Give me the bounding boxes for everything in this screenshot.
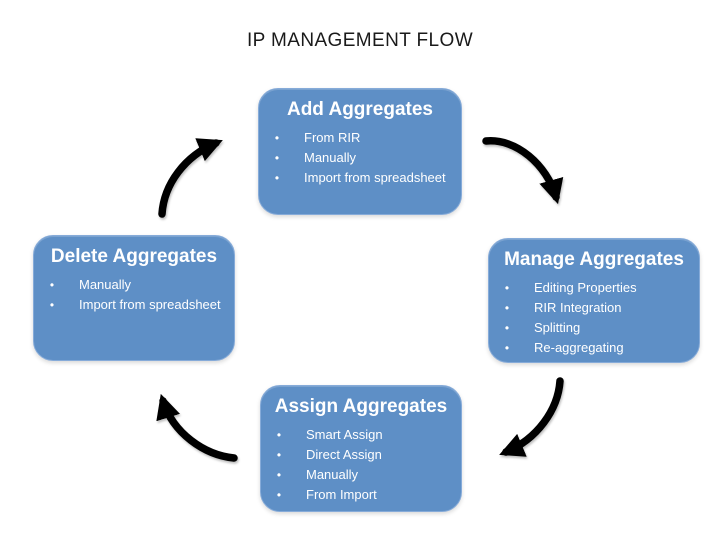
node-add-aggregates: Add Aggregates • From RIR • Manually • I… (258, 88, 462, 215)
bullet-marker: • (49, 278, 55, 292)
list-item-text: From RIR (304, 130, 361, 145)
bullet-marker: • (274, 171, 280, 185)
list-item: • Editing Properties (489, 278, 699, 298)
bullet-marker: • (276, 468, 282, 482)
bullet-marker: • (276, 448, 282, 462)
bullet-marker: • (274, 131, 280, 145)
list-item: • Manually (259, 148, 461, 168)
node-delete-aggregates: Delete Aggregates • Manually • Import fr… (33, 235, 235, 361)
bullet-marker: • (504, 301, 510, 315)
list-item-text: Splitting (534, 320, 581, 335)
list-item-text: RIR Integration (534, 300, 622, 315)
list-item: • Manually (34, 275, 234, 295)
arrow-add-to-manage-icon (482, 137, 564, 205)
bullet-marker: • (504, 341, 510, 355)
node-delete-list: • Manually • Import from spreadsheet (34, 275, 234, 315)
node-manage-list: • Editing Properties • RIR Integration •… (489, 278, 699, 358)
list-item: • Re-aggregating (489, 338, 699, 358)
list-item-text: From Import (306, 487, 377, 502)
list-item: • Manually (261, 465, 461, 485)
list-item: • Import from spreadsheet (259, 168, 461, 188)
list-item: • From Import (261, 485, 461, 505)
diagram-title: IP MANAGEMENT FLOW (246, 30, 474, 51)
list-item: • Splitting (489, 318, 699, 338)
list-item-text: Manually (306, 467, 359, 482)
node-assign-list: • Smart Assign • Direct Assign • Manuall… (261, 425, 461, 505)
node-manage-aggregates: Manage Aggregates • Editing Properties •… (488, 238, 700, 363)
list-item: • From RIR (259, 128, 461, 148)
list-item: • RIR Integration (489, 298, 699, 318)
arrow-manage-to-assign-icon (499, 377, 564, 457)
arrow-delete-to-add-icon (158, 138, 223, 218)
list-item-text: Import from spreadsheet (79, 297, 221, 312)
node-assign-aggregates: Assign Aggregates • Smart Assign • Direc… (260, 385, 462, 512)
list-item-text: Re-aggregating (534, 340, 624, 355)
list-item: • Direct Assign (261, 445, 461, 465)
list-item-text: Manually (79, 277, 132, 292)
list-item-text: Smart Assign (306, 427, 383, 442)
list-item-text: Manually (304, 150, 357, 165)
bullet-marker: • (504, 321, 510, 335)
bullet-marker: • (49, 298, 55, 312)
list-item-text: Editing Properties (534, 280, 637, 295)
list-item-text: Import from spreadsheet (304, 170, 446, 185)
list-item-text: Direct Assign (306, 447, 382, 462)
node-add-list: • From RIR • Manually • Import from spre… (259, 128, 461, 188)
node-manage-title: Manage Aggregates (504, 249, 684, 270)
node-delete-title: Delete Aggregates (50, 246, 218, 267)
node-assign-title: Assign Aggregates (274, 396, 448, 417)
list-item: • Smart Assign (261, 425, 461, 445)
bullet-marker: • (274, 151, 280, 165)
arrow-assign-to-delete-icon (156, 393, 238, 462)
bullet-marker: • (276, 428, 282, 442)
bullet-marker: • (504, 281, 510, 295)
bullet-marker: • (276, 488, 282, 502)
list-item: • Import from spreadsheet (34, 295, 234, 315)
node-add-title: Add Aggregates (286, 99, 434, 120)
